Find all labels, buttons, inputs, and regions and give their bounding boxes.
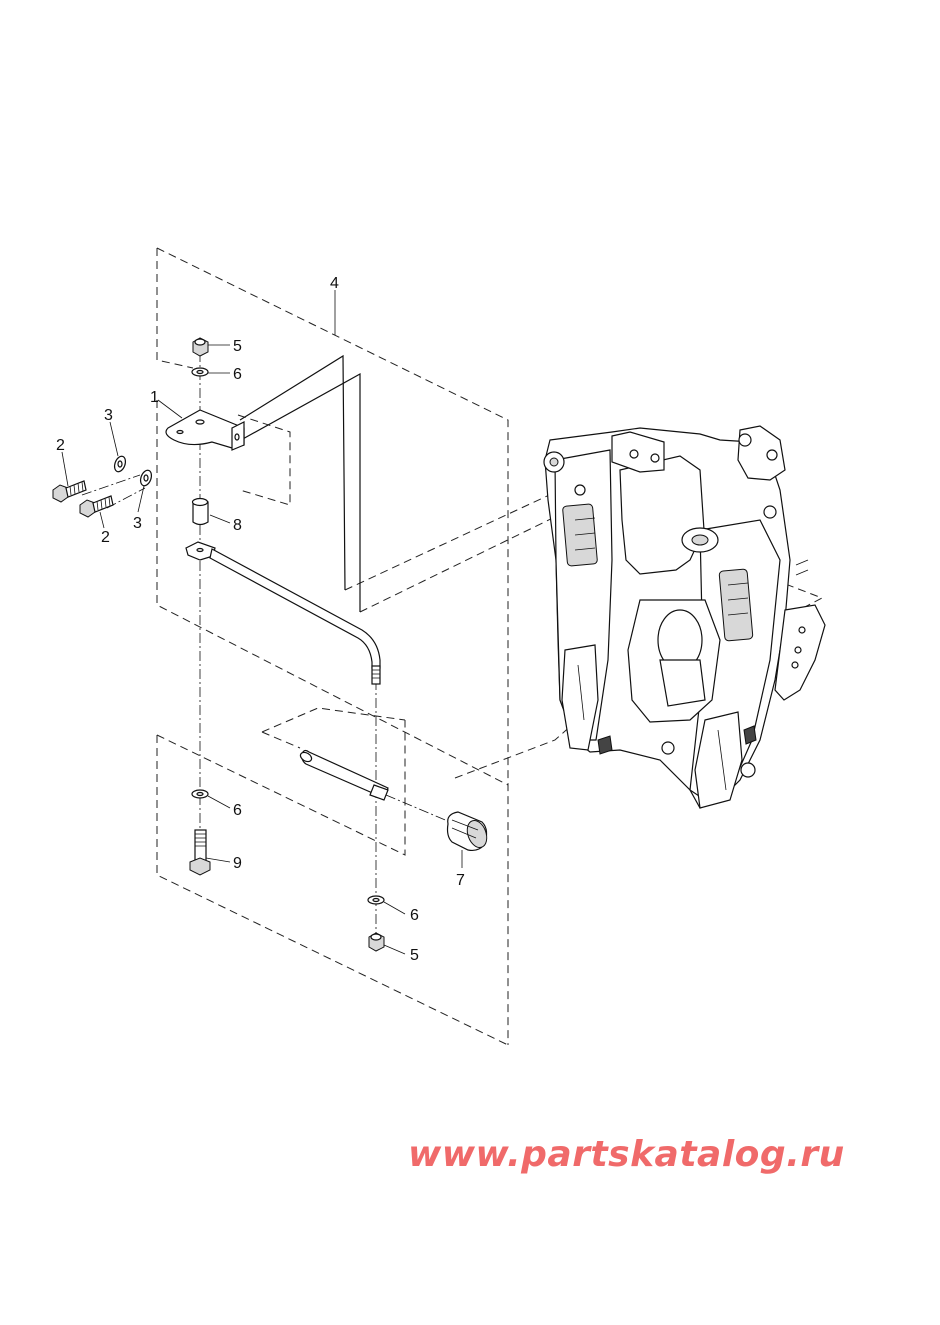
nut-part-5-top (192, 337, 209, 357)
callout-1: 1 (150, 389, 159, 406)
callout-4: 4 (330, 275, 339, 292)
callout-6-left: 6 (233, 802, 242, 819)
callout-5-top: 5 (233, 338, 242, 355)
bushing-part-8 (191, 497, 209, 526)
shaft (299, 749, 389, 801)
bolt-part-2-upper (52, 480, 87, 503)
callout-3-upper: 3 (104, 407, 113, 424)
bolt-part-9 (189, 829, 211, 876)
callout-9: 9 (233, 855, 242, 872)
axis-lines (81, 352, 451, 945)
washer-part-3-upper (113, 455, 127, 473)
watermark-url: www.partskatalog.ru (408, 1134, 845, 1175)
nut-part-5-bottom (368, 932, 385, 952)
washer-part-6-left (191, 789, 209, 799)
callout-8: 8 (233, 517, 242, 534)
callout-2-upper: 2 (56, 437, 65, 454)
callout-6-top: 6 (233, 366, 242, 383)
callout-3-lower: 3 (133, 515, 142, 532)
callout-7: 7 (456, 872, 465, 889)
bolt-part-2-lower (79, 495, 114, 518)
callout-6-right: 6 (410, 907, 419, 924)
tie-rod (185, 541, 381, 685)
callout-labels: 1 2 2 3 3 4 5 5 6 6 6 7 8 9 (56, 275, 465, 964)
washer-part-3-lower (139, 469, 153, 487)
cap-part-7 (446, 811, 488, 852)
washer-part-6-top (191, 367, 209, 377)
bracket-part-1 (165, 409, 245, 451)
callout-5-bottom: 5 (410, 947, 419, 964)
reference-lines (231, 354, 361, 612)
outboard-clamp-bracket-assembly (543, 425, 826, 809)
washer-part-6-right (367, 895, 385, 905)
callout-2-lower: 2 (101, 529, 110, 546)
leader-lines (61, 290, 463, 955)
